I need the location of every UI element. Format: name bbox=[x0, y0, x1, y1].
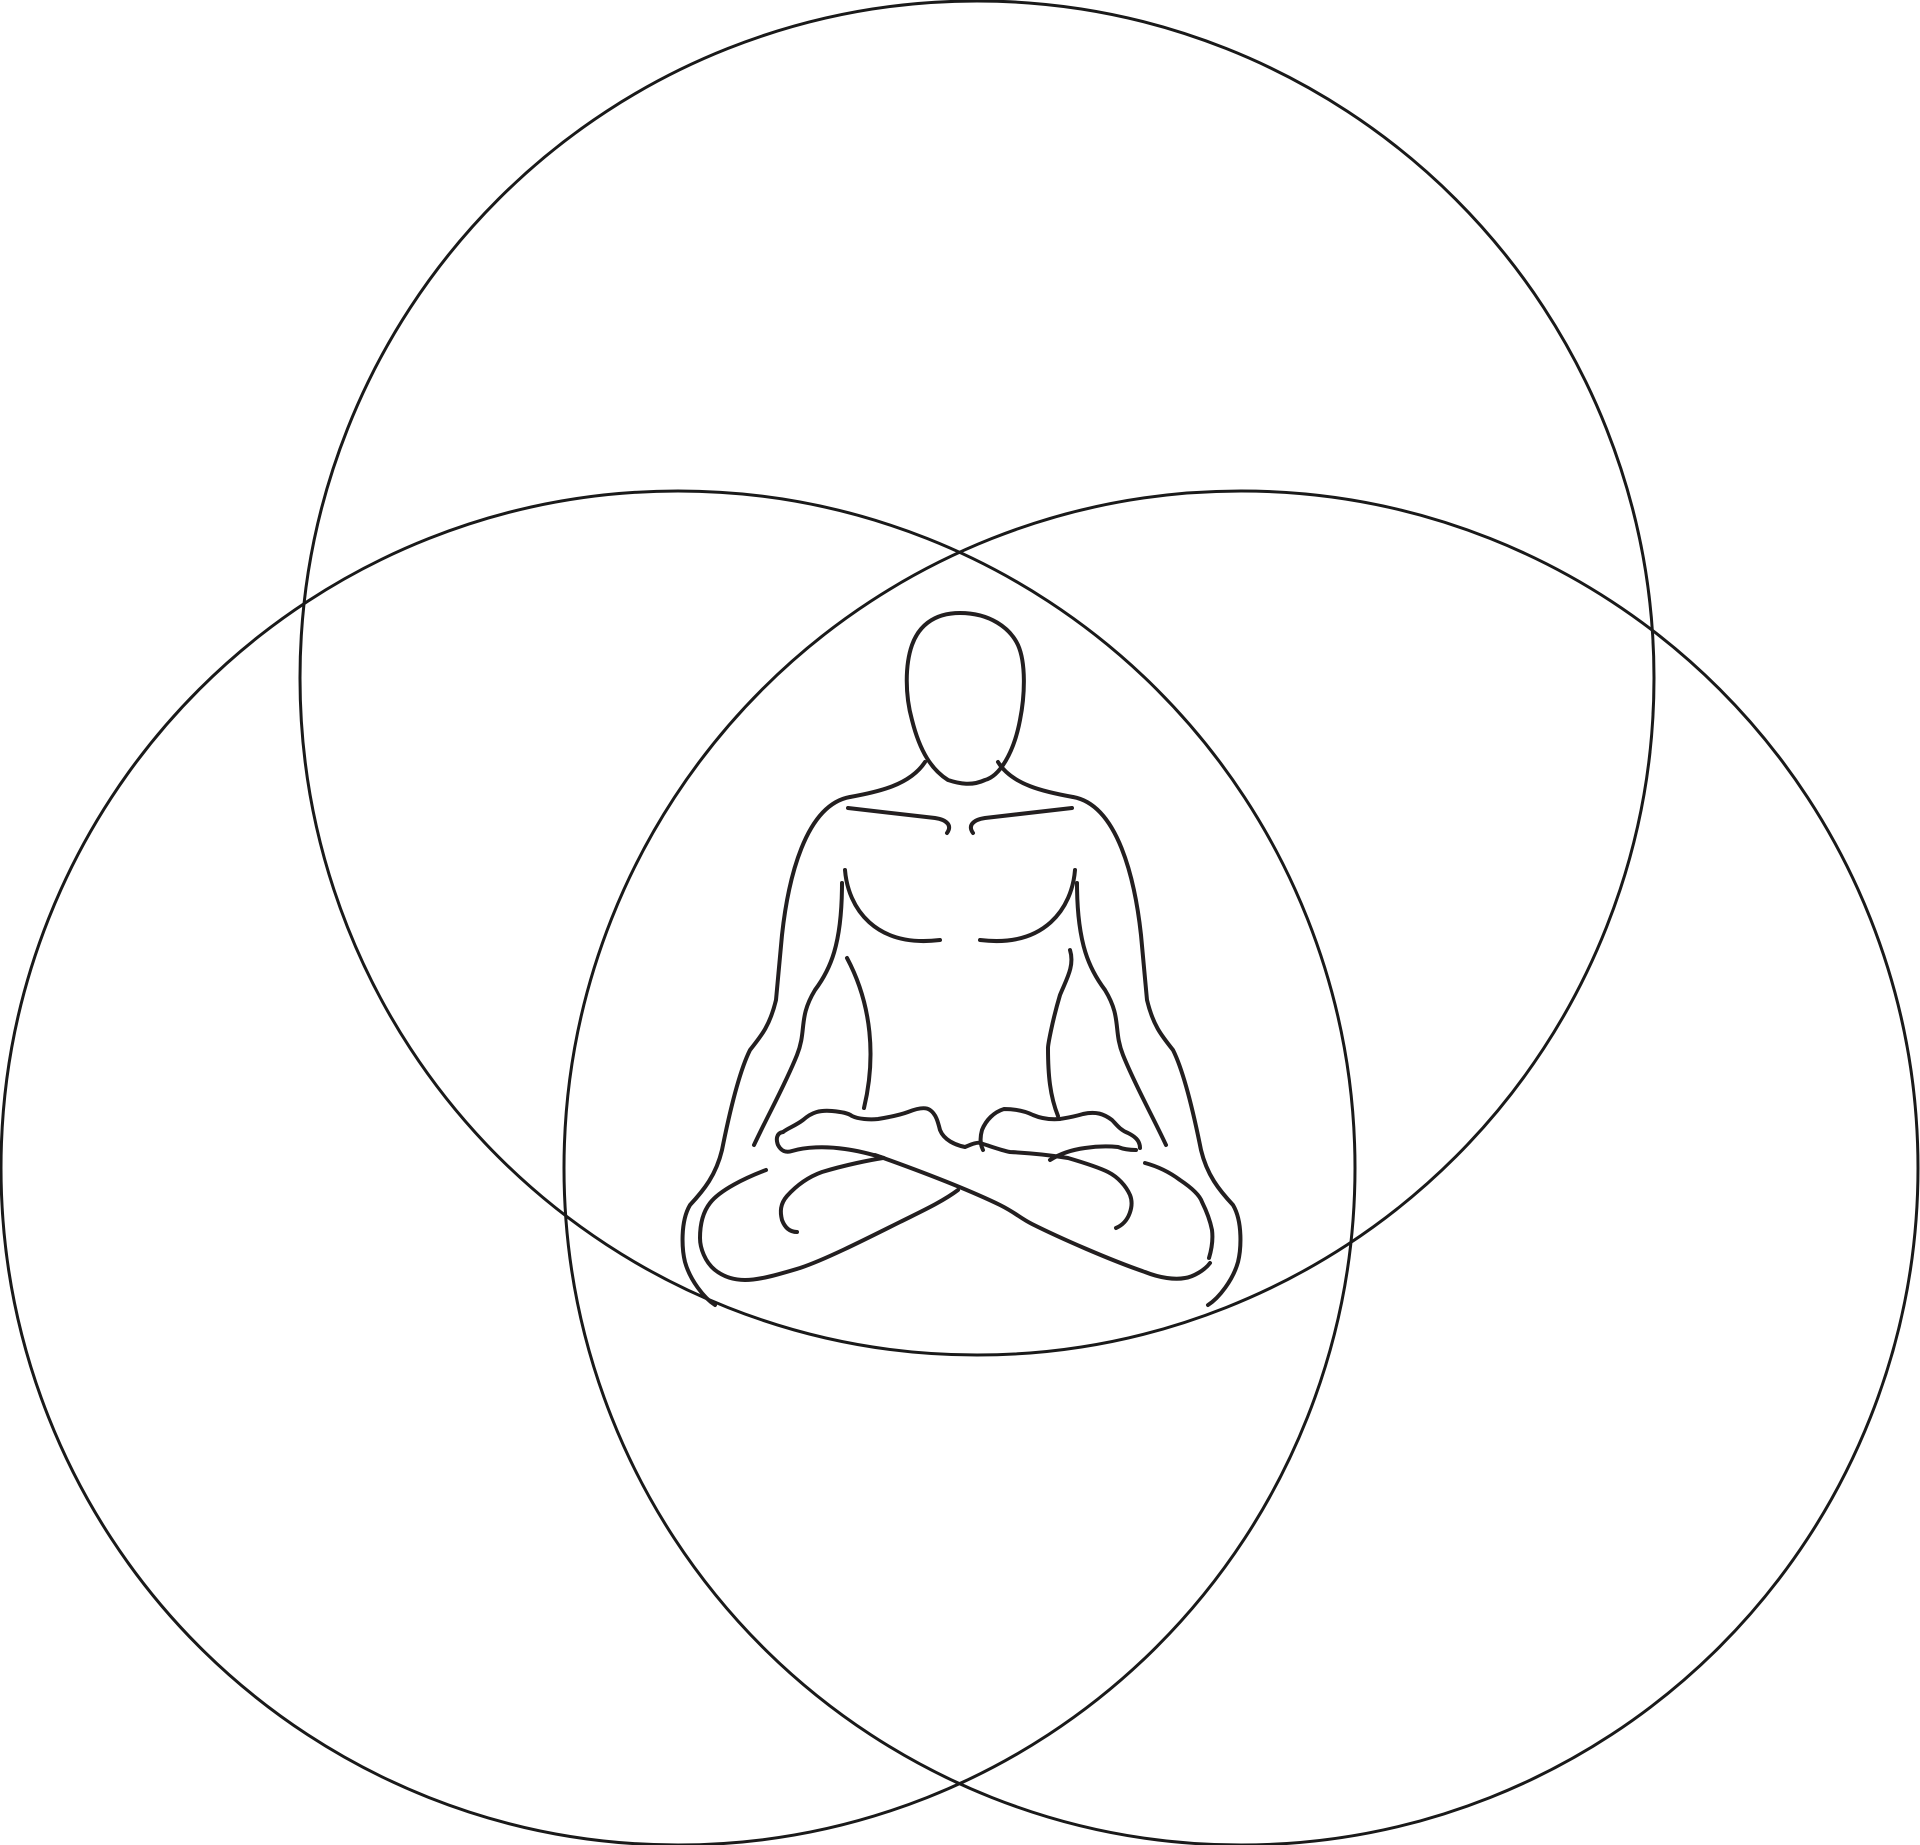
venn-circle-top bbox=[298, 0, 1656, 1357]
figure-chest-right bbox=[978, 868, 1077, 944]
figure-right-arm-inner bbox=[1075, 881, 1168, 1147]
figure-neck-left bbox=[848, 760, 927, 799]
figure-right-knee bbox=[1143, 1161, 1215, 1260]
figure-left-hand bbox=[781, 1106, 982, 1149]
figure-collarbone-right bbox=[968, 806, 1074, 835]
venn-circle-left bbox=[0, 489, 1357, 1845]
figure-left-hand-under bbox=[774, 1130, 886, 1160]
figure-leg-cross-right bbox=[698, 1168, 960, 1282]
figure-waist-left bbox=[845, 956, 873, 1110]
figure-leg-cross-left bbox=[873, 1153, 1212, 1281]
venn-circle-right bbox=[562, 489, 1920, 1845]
figure-leg-right-upper bbox=[978, 1141, 1134, 1230]
figure-right-arm-outer bbox=[1071, 795, 1243, 1307]
figure-leg-left-upper bbox=[778, 1156, 885, 1234]
figure-right-hand bbox=[978, 1107, 1142, 1152]
figure-right-hand-under bbox=[1048, 1144, 1138, 1162]
meditating-person-icon bbox=[680, 611, 1243, 1307]
figure-neck-right bbox=[996, 760, 1075, 799]
figure-waist-right bbox=[1046, 948, 1074, 1118]
figure-chest-left bbox=[843, 868, 942, 944]
figure-collarbone-left bbox=[846, 806, 952, 835]
figure-head bbox=[904, 611, 1026, 786]
figure-left-arm-inner bbox=[752, 881, 844, 1147]
figure-left-arm-outer bbox=[680, 795, 852, 1307]
